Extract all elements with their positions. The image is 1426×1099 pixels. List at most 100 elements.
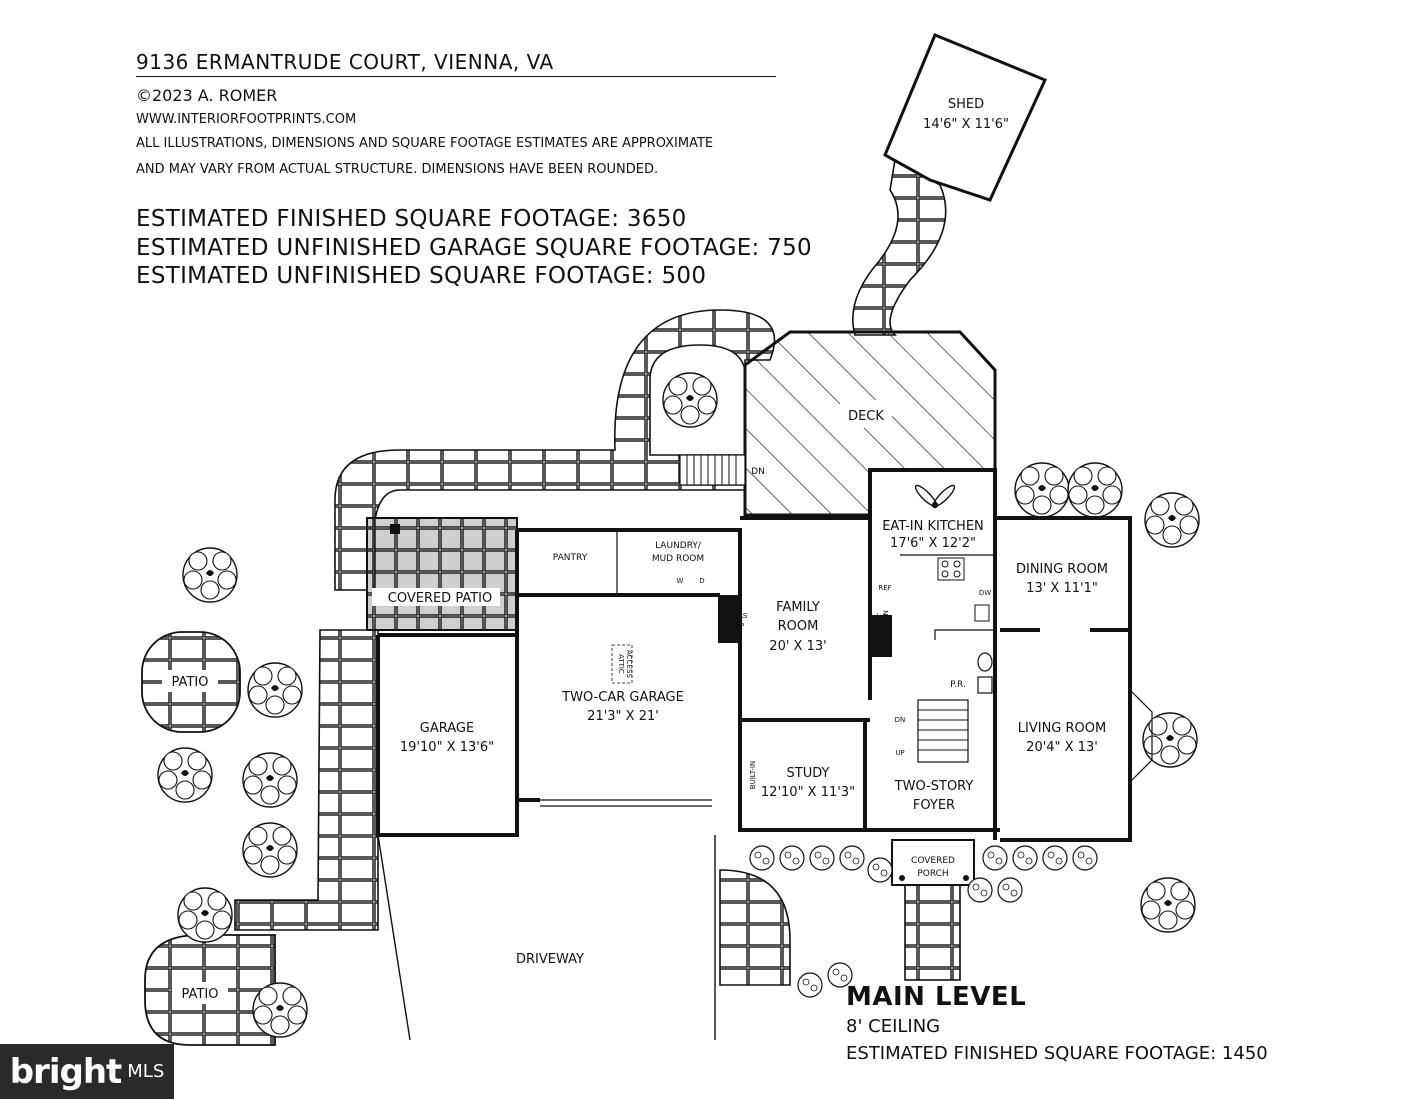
dining-room-dimensions: 13' X 11'1" [1026, 581, 1098, 596]
fireplace [718, 595, 740, 643]
estimated-garage-sqft: ESTIMATED UNFINISHED GARAGE SQUARE FOOTA… [136, 235, 812, 261]
tree-icon [1140, 877, 1196, 933]
porch-label-1: COVERED [911, 856, 955, 866]
tree-icon [1014, 462, 1070, 518]
study-label: STUDY [787, 766, 830, 781]
tree-icon [242, 822, 298, 878]
shrub-icon [809, 845, 835, 871]
tree-icon [1144, 492, 1200, 548]
family-room-label-1: FAMILY [776, 600, 820, 615]
address-title: 9136 ERMANTRUDE COURT, VIENNA, VA [136, 50, 554, 74]
foyer-label-2: FOYER [913, 798, 955, 813]
watermark-brand: bright [9, 1051, 123, 1092]
shrub-icon [749, 845, 775, 871]
shrub-icon [797, 972, 823, 998]
side-walkway [234, 629, 379, 931]
deck-stairs: DN [679, 454, 765, 486]
level-name: MAIN LEVEL [846, 982, 1027, 1012]
family-room-label-2: ROOM [778, 619, 819, 634]
tree-icon [157, 747, 213, 803]
patio-label-1: PATIO [172, 675, 209, 690]
attic-label-1: ATTIC [617, 654, 625, 674]
tree-icon [1142, 712, 1198, 768]
shed: SHED 14'6" X 11'6" [883, 33, 1048, 202]
covered-patio: COVERED PATIO [366, 517, 518, 631]
patio-label-2: PATIO [182, 987, 219, 1002]
shrub-icon [982, 845, 1008, 871]
tree-icon [252, 982, 308, 1038]
kitchen-dimensions: 17'6" X 12'2" [890, 536, 976, 551]
pantry-label: PANTRY [553, 553, 588, 563]
shrub-icon [779, 845, 805, 871]
shrub-icon [1012, 845, 1038, 871]
level-ceiling: 8' CEILING [846, 1016, 941, 1037]
shrub-icon [839, 845, 865, 871]
driveway-outline [377, 834, 716, 1041]
study-dimensions: 12'10" X 11'3" [761, 785, 855, 800]
dbl-oven-label-1: DBL [872, 613, 880, 627]
estimated-finished-sqft: ESTIMATED FINISHED SQUARE FOOTAGE: 3650 [136, 206, 687, 232]
dining-room-label: DINING ROOM [1016, 562, 1108, 577]
porch-label-2: PORCH [917, 869, 948, 879]
two-car-garage-dimensions: 21'3" X 21' [587, 709, 659, 724]
foyer-stairs [917, 699, 969, 763]
kitchen-counters [900, 554, 996, 640]
toilet-icon [977, 652, 993, 672]
tree-icon [182, 547, 238, 603]
garage-dimensions: 19'10" X 13'6" [400, 740, 494, 755]
stair-dn-label: DN [895, 716, 906, 724]
covered-patio-label: COVERED PATIO [388, 591, 492, 606]
shrub-icon [1072, 845, 1098, 871]
laundry-label-1: LAUNDRY/ [655, 541, 702, 551]
driveway-label: DRIVEWAY [516, 952, 584, 967]
living-room-dimensions: 20'4" X 13' [1026, 740, 1098, 755]
website-link[interactable]: WWW.INTERIORFOOTPRINTS.COM [136, 112, 357, 127]
shed-label: SHED [948, 97, 984, 112]
shrub-icon [867, 857, 893, 883]
gas-fp-label-2: FP [736, 622, 744, 630]
two-car-garage-label: TWO-CAR GARAGE [561, 690, 684, 705]
garage-label: GARAGE [420, 721, 474, 736]
built-in-label: BUILT-IN [749, 761, 757, 789]
powder-room-label: P.R. [950, 680, 966, 690]
ceiling-fan-icon [914, 484, 956, 509]
tree-icon [1067, 462, 1123, 518]
foyer-label-1: TWO-STORY [894, 779, 974, 794]
disclaimer-line-1: ALL ILLUSTRATIONS, DIMENSIONS AND SQUARE… [136, 136, 714, 151]
watermark-suffix: MLS [127, 1061, 165, 1082]
estimated-unfinished-sqft: ESTIMATED UNFINISHED SQUARE FOOTAGE: 500 [136, 263, 707, 289]
shed-dimensions: 14'6" X 11'6" [923, 117, 1009, 132]
tree-icon [177, 887, 233, 943]
patio-round: PATIO [141, 631, 241, 733]
tree-icon [662, 372, 718, 428]
attic-access: ATTIC ACCESS [611, 644, 633, 684]
porch-walk [904, 884, 961, 981]
dbl-oven-label-2: OVEN [882, 610, 890, 630]
laundry-label-2: MUD ROOM [652, 554, 704, 564]
shrub-icon [967, 877, 993, 903]
bright-mls-watermark: bright MLS [0, 1044, 174, 1099]
attic-label-2: ACCESS [625, 650, 633, 678]
copyright-text: ©2023 A. ROMER [136, 86, 278, 105]
front-walkway [719, 869, 791, 986]
dryer-label: D [699, 577, 704, 585]
disclaimer-line-2: AND MAY VARY FROM ACTUAL STRUCTURE. DIME… [136, 162, 659, 177]
title-underline [136, 76, 776, 77]
living-room-label: LIVING ROOM [1018, 721, 1106, 736]
shrub-icon [997, 877, 1023, 903]
stone-path [852, 158, 947, 336]
dishwasher-label: DW [979, 589, 991, 597]
kitchen-label: EAT-IN KITCHEN [882, 519, 984, 534]
deck-stair-dn-label: DN [751, 467, 765, 477]
level-sqft: ESTIMATED FINISHED SQUARE FOOTAGE: 1450 [846, 1043, 1268, 1064]
oven-block [872, 615, 892, 657]
patio-lower: PATIO [144, 934, 276, 1046]
deck-label: DECK [848, 409, 884, 424]
washer-label: W [677, 577, 684, 585]
ref-label: REF [878, 584, 891, 592]
family-room-dimensions: 20' X 13' [769, 639, 826, 654]
stair-up-label: UP [895, 749, 904, 757]
sink-icon [977, 676, 993, 694]
gas-fp-label-1: GAS [733, 612, 748, 620]
